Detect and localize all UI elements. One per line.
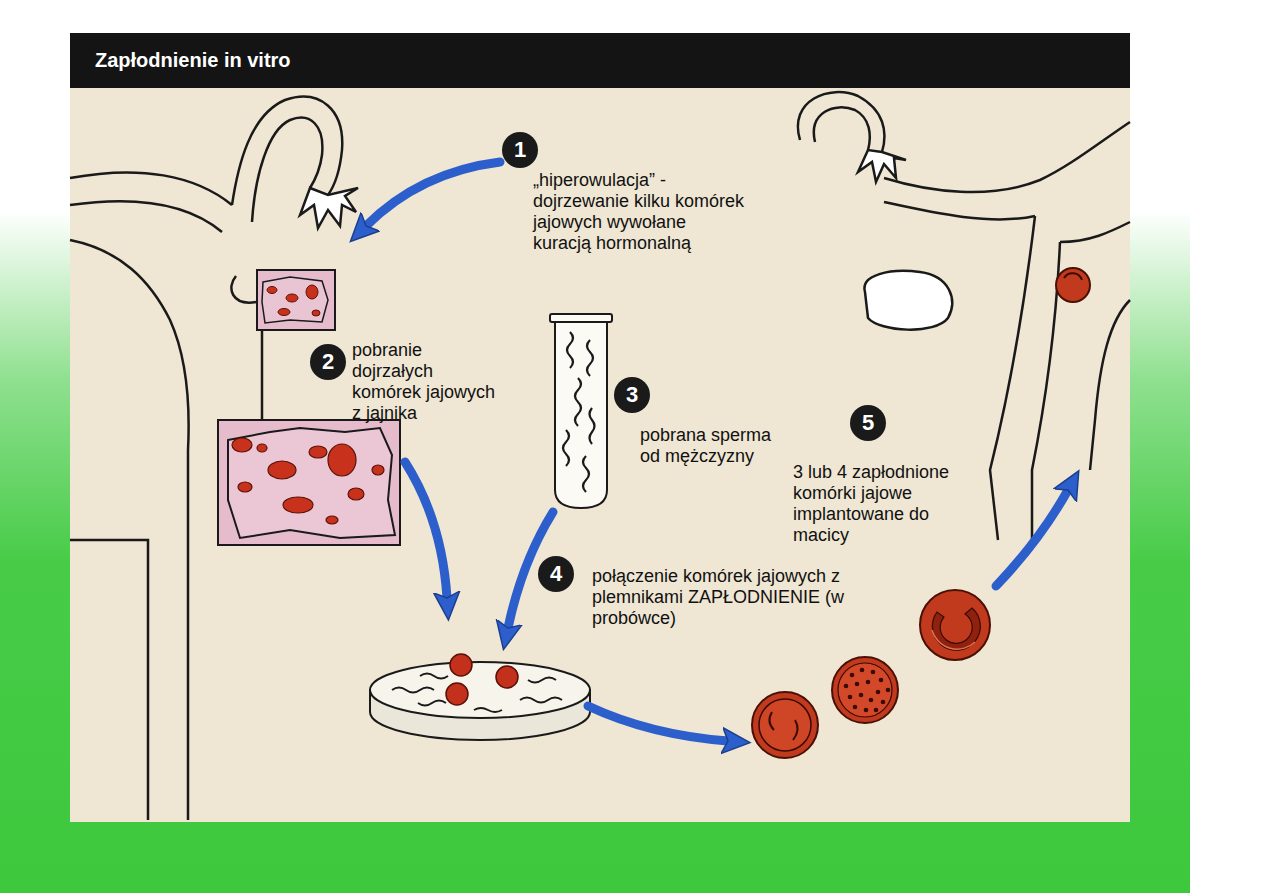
- implanted-embryo: [1056, 268, 1090, 302]
- embryo-morula: [832, 657, 898, 723]
- blue-arrows: [366, 162, 1068, 741]
- callout-number-text: 1: [514, 138, 526, 162]
- petri-dish: [370, 654, 590, 740]
- callout-number: 4: [538, 556, 574, 592]
- embryo-blastocyst: [920, 590, 990, 660]
- test-tube: [550, 314, 612, 508]
- callout-number: 5: [850, 405, 886, 441]
- description-label: pobrana sperma od mężczyzny: [640, 425, 780, 467]
- callout-number-text: 2: [322, 350, 334, 374]
- callout-number-text: 4: [550, 562, 562, 586]
- description-label: „hiperowulacja” - dojrzewanie kilku komó…: [533, 170, 748, 254]
- implanted-embryo-detail: [1064, 273, 1082, 280]
- description-label: połączenie komórek jajowych z plemnikami…: [592, 566, 854, 629]
- diagram-title: Zapłodnienie in vitro: [95, 48, 291, 72]
- ovary-zoom-small: [257, 270, 335, 330]
- description-label: pobranie dojrzałych komórek jajowych z j…: [352, 340, 507, 424]
- title-bar: [70, 33, 1130, 88]
- panel: [70, 33, 1130, 822]
- ovary-zoom-large: [218, 420, 400, 545]
- embryo-zygote: [752, 692, 818, 758]
- callout-number: 2: [310, 344, 346, 380]
- description-label: 3 lub 4 zapłodnione komórki jajowe impla…: [793, 462, 971, 546]
- callout-number: 3: [614, 377, 650, 413]
- callout-number: 1: [502, 132, 538, 168]
- callout-number-text: 3: [626, 383, 638, 407]
- callout-number-text: 5: [862, 411, 874, 435]
